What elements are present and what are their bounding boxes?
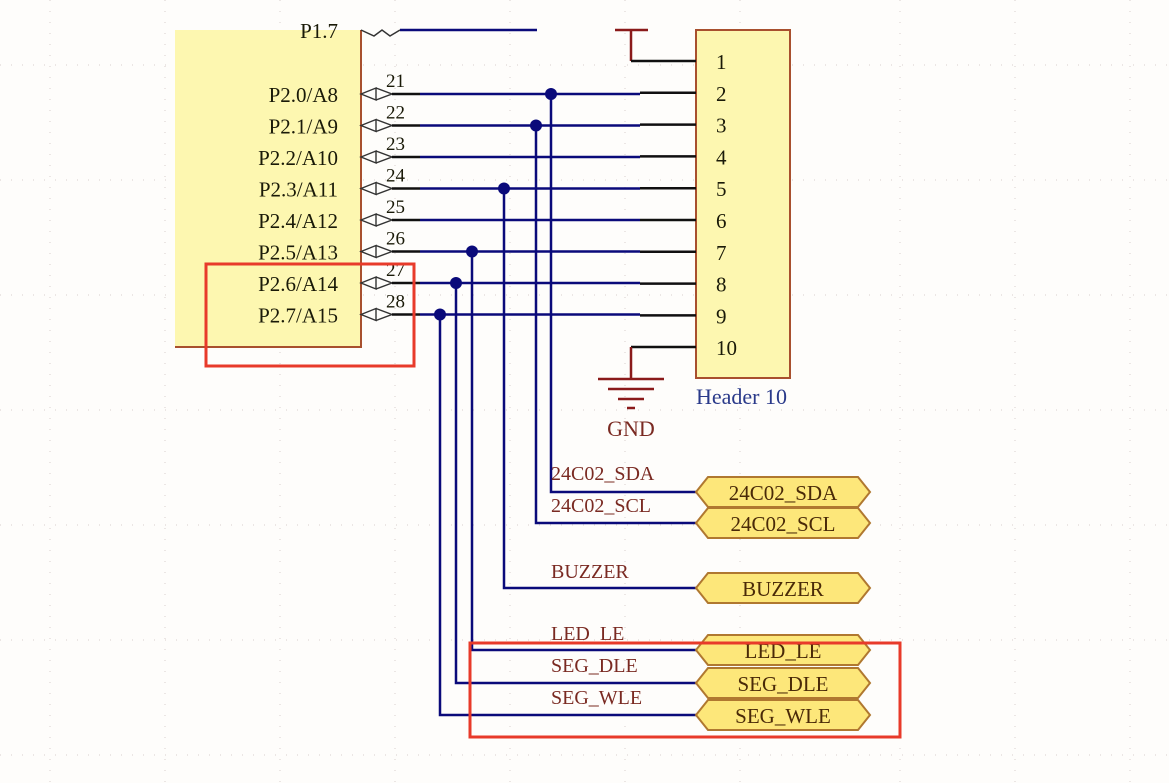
net-wire-label: LED_LE <box>551 623 624 645</box>
net-port[interactable]: 24C02_SDA <box>694 476 872 508</box>
highlight-box-pins <box>204 262 416 368</box>
gnd-label: GND <box>607 416 655 441</box>
net-ports: 24C02_SDA 24C02_SDA 24C02_SCL 24C02_SCL BUZZ… <box>434 88 872 731</box>
mcu-pin-number: 28 <box>386 292 405 313</box>
mcu-pin-name: P2.1/A9 <box>269 115 338 139</box>
mcu-pin-name: P2.5/A13 <box>258 241 338 265</box>
power-symbol-icon <box>615 28 696 63</box>
mcu-pin-name: P2.6/A14 <box>258 272 338 296</box>
net-wire-label: 24C02_SDA <box>551 463 655 485</box>
highlight-box-ports <box>468 641 902 739</box>
net-port[interactable]: 24C02_SCL <box>694 507 872 539</box>
net-port-label: SEG_DLE <box>738 672 829 696</box>
mcu-pin-number: 26 <box>386 229 405 250</box>
net-wire <box>502 188 696 590</box>
mcu-pin-name-p1-7: P1.7 <box>300 19 338 43</box>
net-port-shape <box>694 572 872 604</box>
net-port-label: SEG_WLE <box>735 704 831 728</box>
net-port[interactable]: LED_LE <box>694 634 872 666</box>
net-port-shape <box>694 699 872 731</box>
net-port-label: BUZZER <box>742 577 824 601</box>
gnd-symbol-icon <box>598 345 696 410</box>
header-10-label: Header 10 <box>696 384 787 409</box>
mcu-pin-number: 25 <box>386 197 405 218</box>
net-wire <box>454 283 696 685</box>
net-port[interactable]: BUZZER <box>694 572 872 604</box>
net-port-shape <box>694 667 872 699</box>
header-pin-number: 10 <box>716 336 737 360</box>
header-pin-number: 1 <box>716 50 727 74</box>
net-wire-label: 24C02_SCL <box>551 495 651 517</box>
header-pins: 1 2 3 4 5 6 7 8 9 10 <box>640 50 737 360</box>
net-port[interactable]: SEG_DLE <box>694 667 872 699</box>
net-wire <box>470 251 696 652</box>
pin-io-arrow-icon <box>360 29 401 37</box>
mcu-pin-number: 23 <box>386 134 405 155</box>
net-port-label: 24C02_SCL <box>730 512 835 536</box>
header-pin-number: 2 <box>716 82 727 106</box>
net-wire <box>534 125 696 525</box>
header-10-body[interactable] <box>695 29 791 379</box>
net-wire-label: BUZZER <box>551 561 629 583</box>
mcu-pin-name: P2.0/A8 <box>269 83 338 107</box>
net-wire-label: SEG_DLE <box>551 655 638 677</box>
header-pin-number: 5 <box>716 177 727 201</box>
net-wire <box>549 94 696 494</box>
net-port-label: 24C02_SDA <box>729 481 838 505</box>
mcu-pin-name: P2.3/A11 <box>259 178 338 202</box>
mcu-pin-name: P2.7/A15 <box>258 304 338 328</box>
mcu-pin-name: P2.4/A12 <box>258 209 338 233</box>
net-port[interactable]: SEG_WLE <box>694 699 872 731</box>
header-pin-number: 4 <box>716 145 727 169</box>
net-port-shape <box>694 507 872 539</box>
net-wire <box>438 314 696 717</box>
mcu-pin-number: 21 <box>386 71 405 92</box>
header-pin-number: 6 <box>716 209 727 233</box>
net-wire-label: SEG_WLE <box>551 687 642 709</box>
mcu-pin-number: 22 <box>386 103 405 124</box>
mcu-pin-number: 24 <box>386 166 406 187</box>
header-pin-number: 7 <box>716 241 727 265</box>
header-pin-number: 3 <box>716 114 727 138</box>
mcu-pin-name: P2.2/A10 <box>258 146 338 170</box>
header-pin-number: 9 <box>716 304 727 328</box>
header-pin-number: 8 <box>716 273 727 297</box>
